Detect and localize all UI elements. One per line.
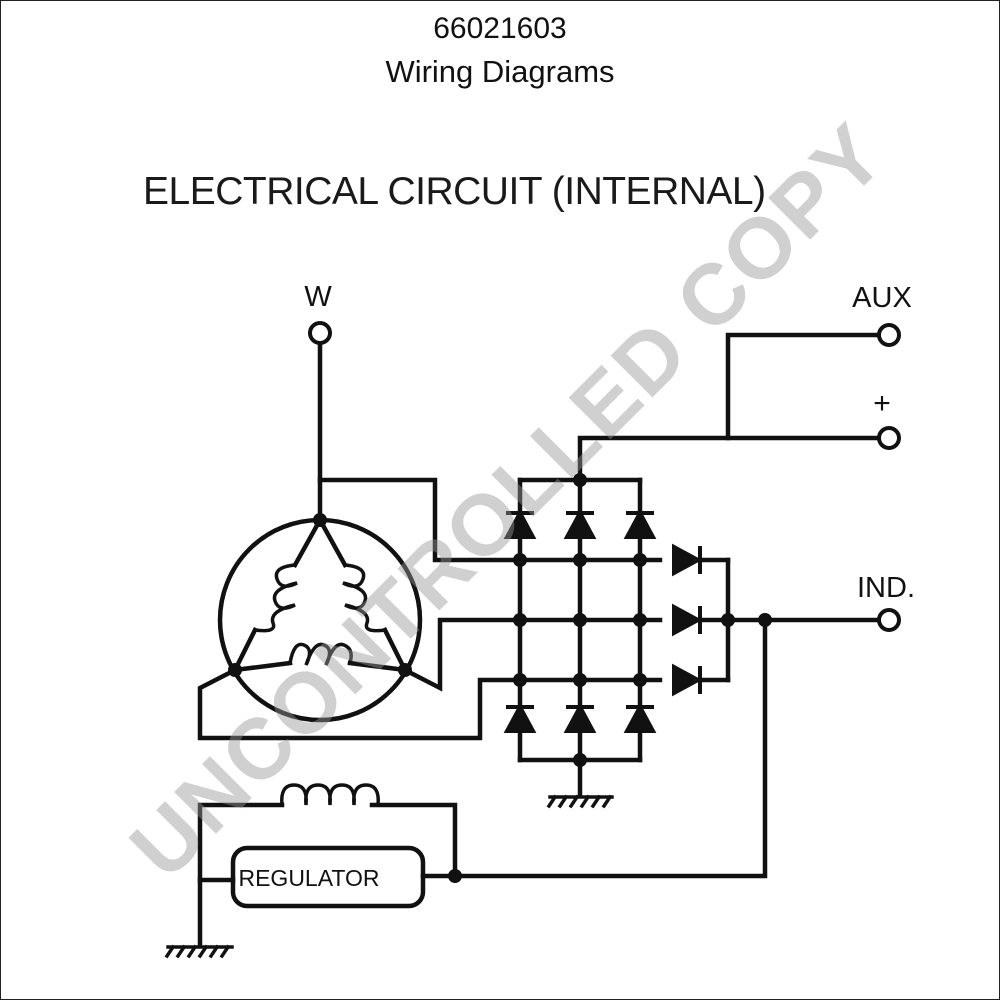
document-title: Wiring Diagrams: [385, 54, 615, 89]
field-circuit: [197, 783, 458, 948]
ground-symbols: [164, 794, 614, 959]
document-number: 66021603: [433, 12, 567, 45]
plus-terminal: [877, 426, 901, 450]
regulator-label: REGULATOR: [238, 865, 379, 891]
stator-circle: [217, 517, 423, 723]
w-label: W: [304, 281, 332, 313]
w-terminal-wire: [317, 342, 523, 563]
diodes: [503, 508, 703, 733]
ind-label: IND.: [857, 572, 915, 604]
field-coil: [280, 783, 380, 807]
w-terminal: [308, 321, 332, 345]
circuit-title: ELECTRICAL CIRCUIT (INTERNAL): [143, 170, 766, 213]
terminal-circles: [308, 321, 901, 632]
ind-terminal: [877, 608, 901, 632]
delta-windings: [231, 516, 409, 674]
output-wires: [452, 332, 881, 879]
aux-label: AUX: [852, 282, 912, 314]
phase-wires: [197, 617, 523, 741]
junction-dots: [228, 473, 772, 883]
plus-label: +: [873, 387, 891, 420]
aux-terminal: [877, 323, 901, 347]
